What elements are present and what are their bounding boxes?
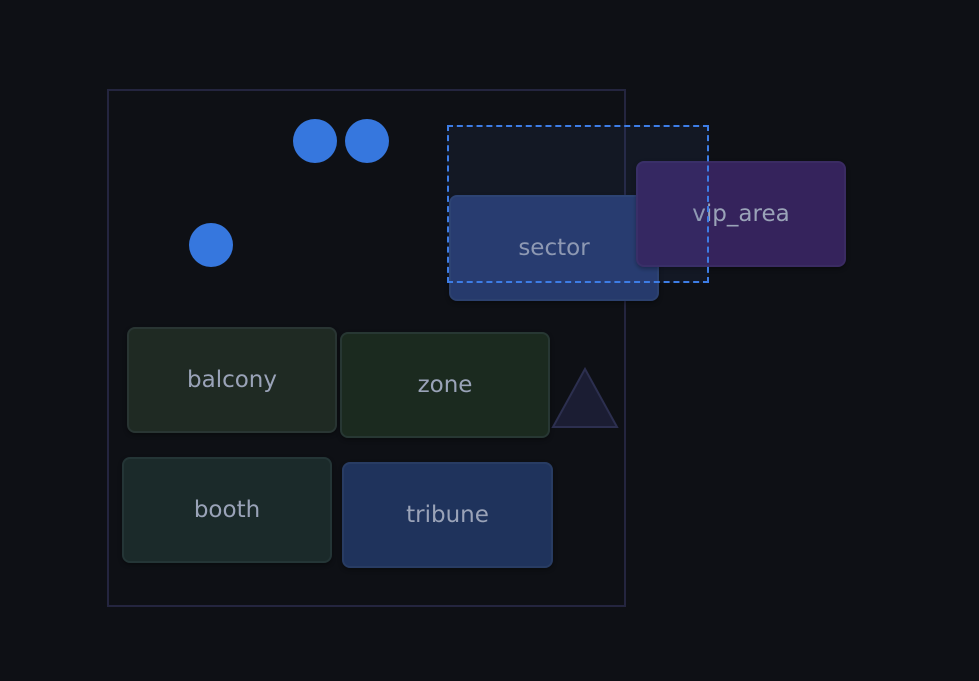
seat-marker-3[interactable] — [189, 223, 233, 267]
venue-boundary — [107, 89, 626, 607]
block-sector-label: sector — [518, 235, 590, 261]
block-booth[interactable]: booth — [122, 457, 332, 563]
seat-marker-2[interactable] — [345, 119, 389, 163]
block-tribune-label: tribune — [406, 502, 489, 528]
block-zone-label: zone — [417, 372, 473, 398]
block-balcony[interactable]: balcony — [127, 327, 337, 433]
block-tribune[interactable]: tribune — [342, 462, 553, 568]
triangle-icon[interactable] — [551, 366, 619, 429]
block-balcony-label: balcony — [187, 367, 277, 393]
block-vip-area[interactable]: vip_area — [636, 161, 846, 267]
block-zone[interactable]: zone — [340, 332, 550, 438]
seat-marker-1[interactable] — [293, 119, 337, 163]
block-sector[interactable]: sector — [449, 195, 659, 301]
block-vip-area-label: vip_area — [692, 201, 790, 227]
block-booth-label: booth — [193, 497, 261, 523]
